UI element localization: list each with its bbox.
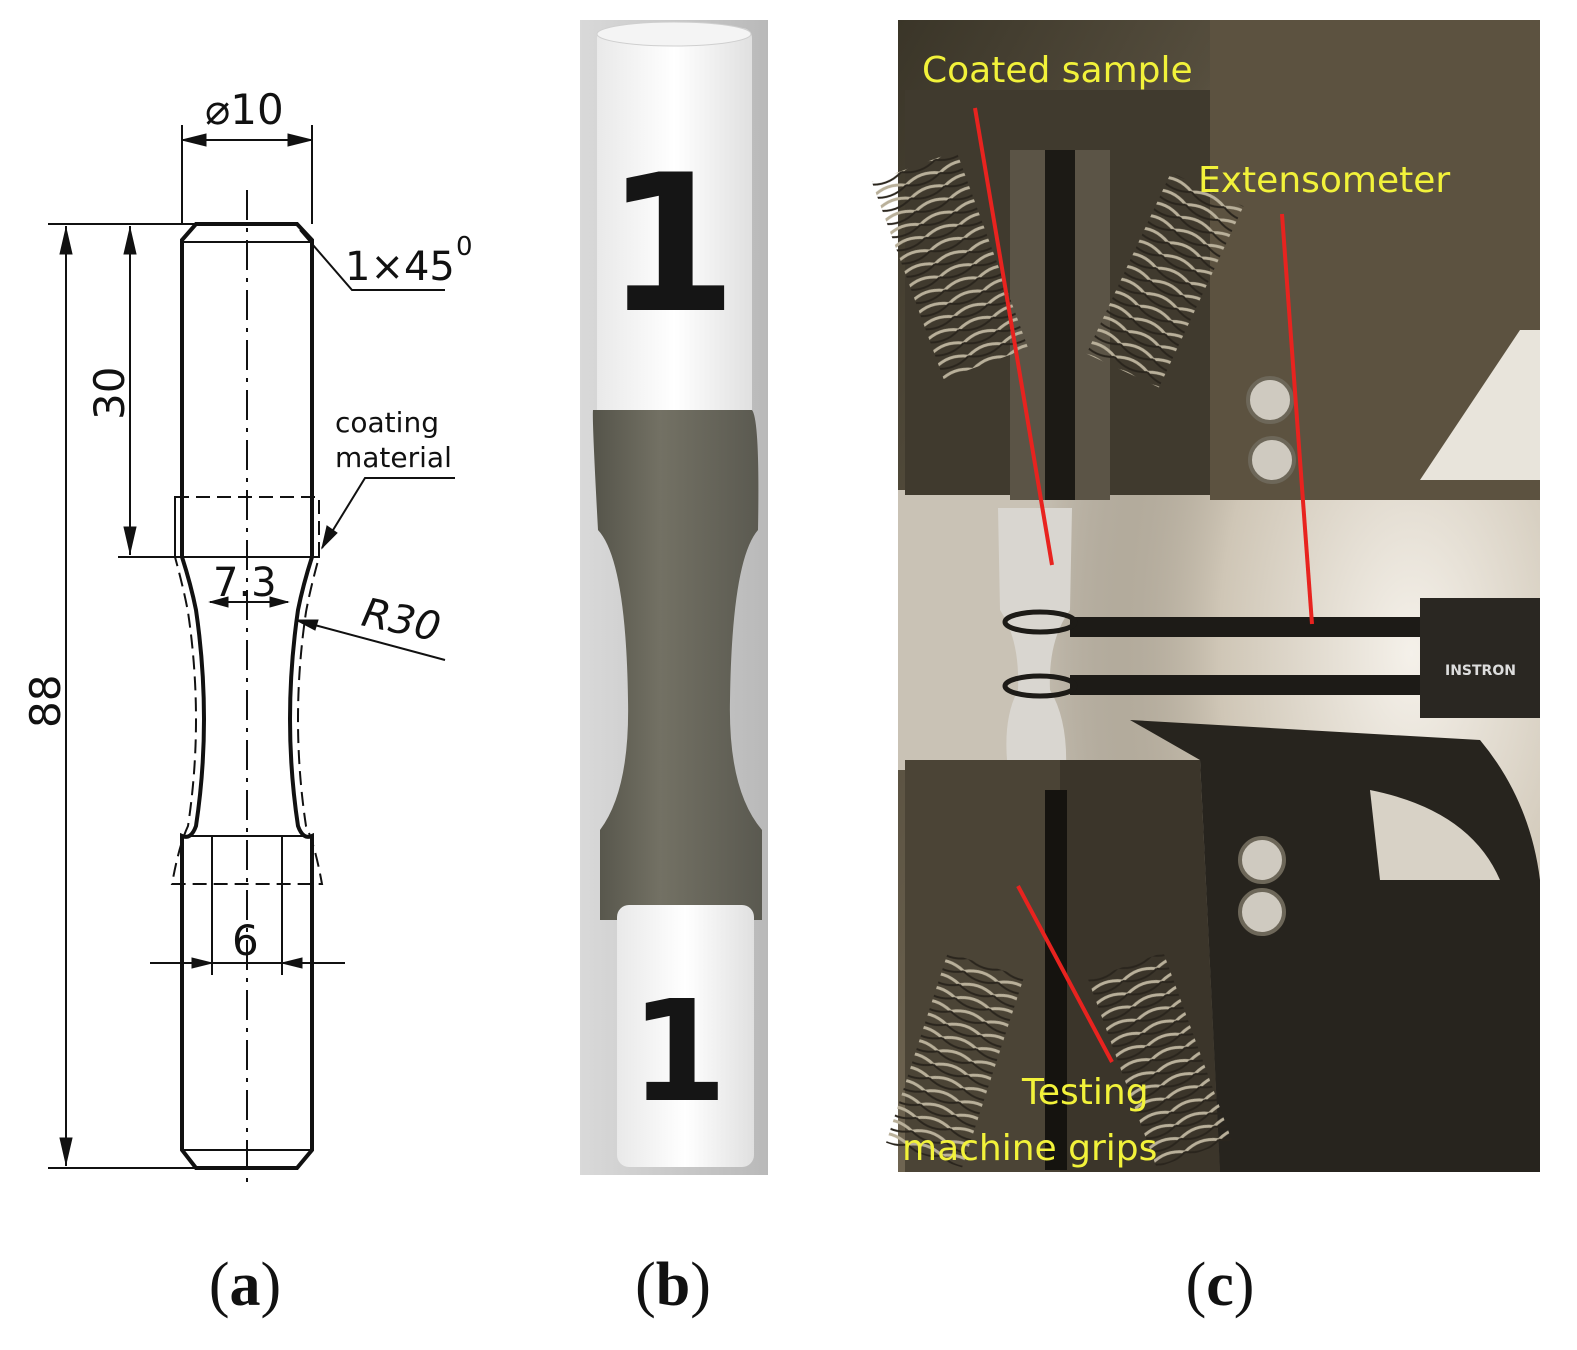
pointer-extensometer — [1280, 213, 1314, 625]
dim-gauge-diameter: 6 — [232, 916, 259, 965]
caption-c: (c) — [1185, 1251, 1255, 1319]
dim-chamfer: 1×45 — [345, 244, 455, 290]
panel-a-drawing — [48, 125, 455, 1185]
pointer-coated-sample — [973, 107, 1054, 566]
coating-label-line2: material — [335, 441, 452, 474]
coating-label-line1: coating — [335, 406, 439, 439]
label-extensometer: Extensometer — [1198, 160, 1450, 201]
panel-c-photo: INSTRON Coated sample Extensometer Testi… — [871, 20, 1540, 1172]
caption-b: (b) — [635, 1251, 711, 1319]
dim-total-length: 88 — [21, 675, 70, 728]
dim-chamfer-sup: 0 — [456, 232, 473, 262]
caption-a: (a) — [208, 1251, 282, 1319]
coating-outline — [170, 496, 324, 885]
coated-body — [592, 410, 762, 920]
marker-bottom: 1 — [630, 971, 727, 1134]
dim-grip-length: 30 — [85, 367, 134, 420]
panel-b-photo: 1 1 — [580, 20, 768, 1175]
dim-neck-width: 7.3 — [213, 560, 277, 606]
pointer-grips — [1016, 885, 1114, 1063]
dim-diameter: ⌀10 — [205, 85, 284, 134]
label-coated-sample: Coated sample — [922, 50, 1193, 91]
coated-sample-photo — [998, 508, 1072, 770]
paper-wrap-top — [597, 28, 752, 420]
dim-radius: R30 — [358, 590, 445, 651]
label-grips-line1: Testing — [1021, 1072, 1149, 1113]
label-grips-line2: machine grips — [902, 1128, 1157, 1169]
paper-wrap-bottom — [617, 905, 754, 1167]
marker-top: 1 — [605, 134, 737, 355]
specimen-outline — [180, 222, 314, 1170]
instron-brand: INSTRON — [1445, 663, 1516, 679]
